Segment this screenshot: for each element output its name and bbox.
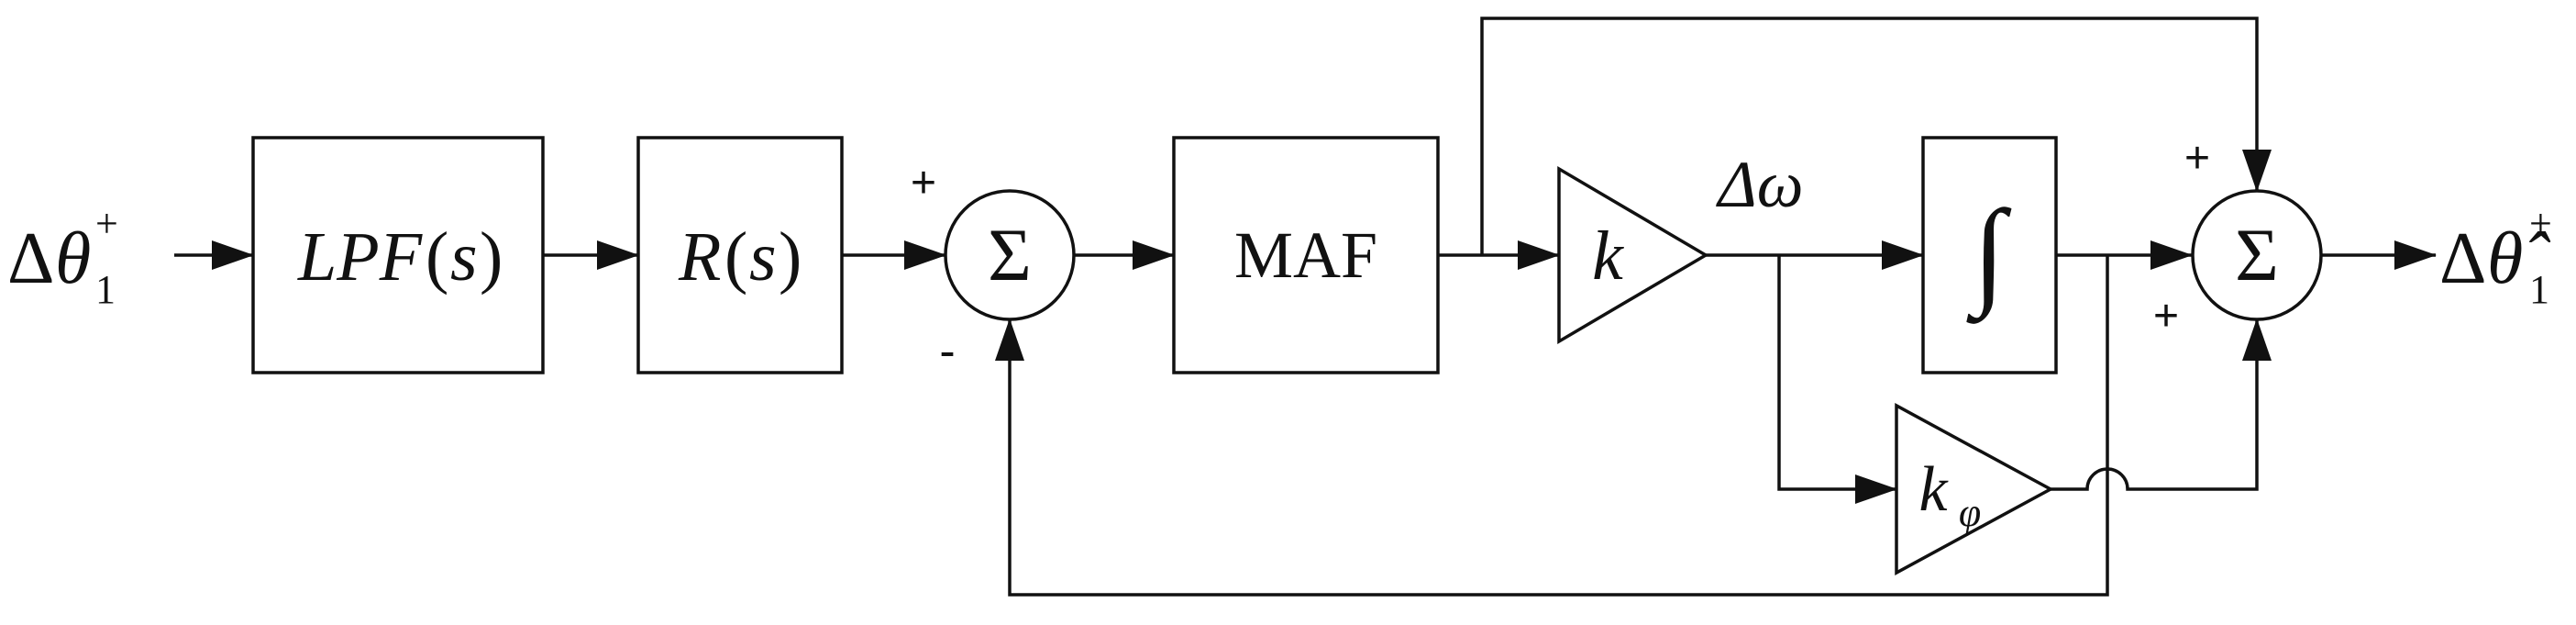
gain-kphi-block[interactable] [1895, 403, 2054, 575]
output-delta: Δ [2439, 218, 2486, 299]
r-block[interactable] [636, 136, 844, 374]
gain-k-block[interactable] [1557, 165, 1709, 345]
gain-kphi-label: k φ [1918, 454, 1981, 535]
sum1-sign-bottom: - [939, 325, 955, 378]
maf-label: MAF [1234, 218, 1377, 292]
integrator-symbol: ∫ [1965, 186, 2011, 324]
input-label: Δ θ 1 + [7, 201, 118, 312]
input-superscript: + [95, 201, 118, 246]
sum2-sign-top: + [2184, 134, 2210, 183]
output-superscript: + [2529, 201, 2552, 246]
r-main: R [678, 218, 721, 296]
lpf-label: LPF ( s ) [297, 218, 503, 296]
maf-block[interactable] [1172, 136, 1440, 374]
line-feedforward-to-sum2 [1480, 17, 2272, 255]
lpf-main: LPF [297, 218, 424, 296]
sum1-sign-top: + [911, 159, 936, 207]
line-kphi-to-sum2 [2051, 318, 2272, 491]
line-feedback-to-sum1 [995, 255, 2109, 597]
gain-k-label: k [1592, 218, 1624, 295]
line-branch-to-kphi [1777, 255, 1897, 504]
integrator-block[interactable] [1921, 136, 2058, 374]
blocks [251, 136, 2323, 575]
summing-junction-1[interactable] [944, 189, 1076, 321]
r-paren-open: ( [724, 218, 747, 296]
sum2-sign-left: + [2153, 292, 2179, 340]
sum2-symbol: Σ [2235, 213, 2279, 296]
delta-omega-label: Δω [1715, 148, 1803, 221]
input-subscript: 1 [95, 267, 116, 312]
r-paren-close: ) [779, 218, 802, 296]
r-label: R ( s ) [678, 218, 802, 296]
r-arg: s [749, 218, 777, 296]
input-delta: Δ [7, 218, 54, 299]
lpf-paren-close: ) [480, 218, 503, 296]
signal-lines [174, 17, 2437, 597]
lpf-block[interactable] [251, 136, 545, 374]
gain-kphi-subscript: φ [1959, 490, 1981, 535]
summing-junction-2[interactable] [2191, 189, 2323, 321]
sum1-symbol: Σ [988, 213, 1032, 296]
lpf-arg: s [450, 218, 478, 296]
output-subscript: 1 [2529, 267, 2549, 312]
input-theta: θ [55, 218, 91, 299]
gain-kphi-main: k [1918, 454, 1949, 525]
lpf-paren-open: ( [426, 218, 448, 296]
output-label: Δ θ̂ 1 + [2439, 201, 2552, 312]
